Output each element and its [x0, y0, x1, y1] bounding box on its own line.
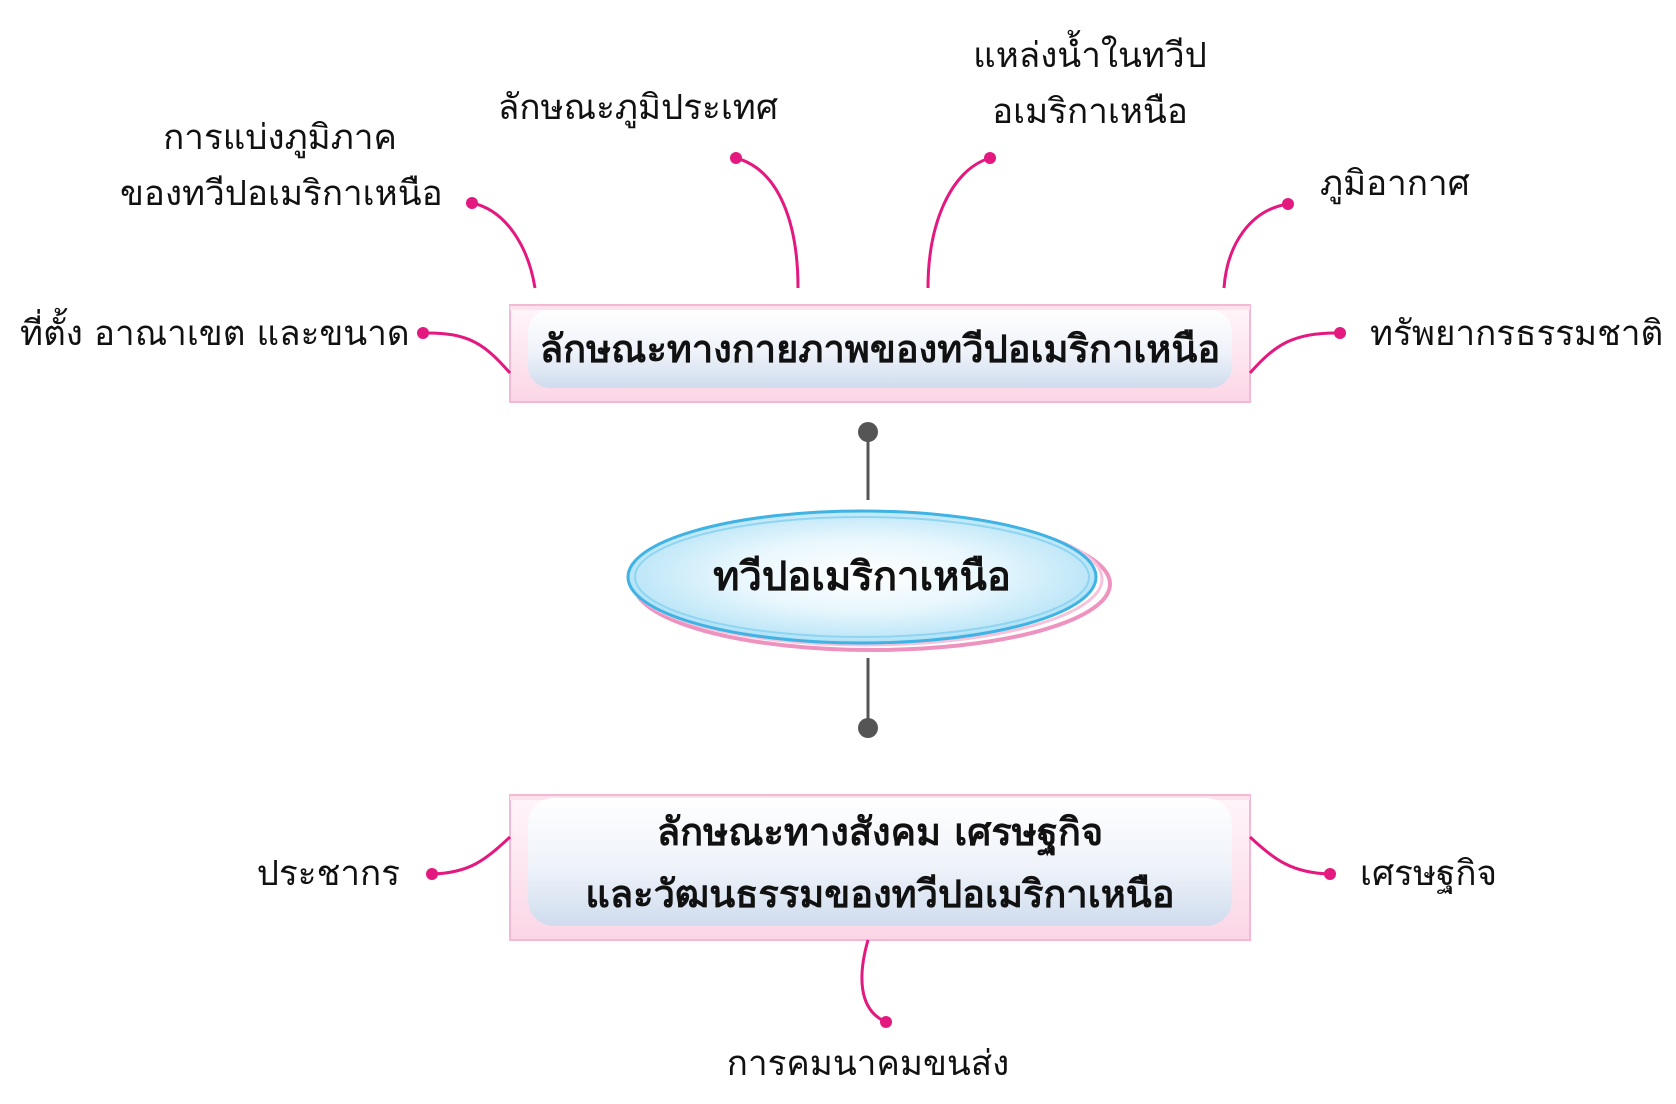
- branch-regions: การแบ่งภูมิภาค ของทวีปอเมริกาเหนือ: [120, 110, 443, 222]
- topic-physical-line: ลักษณะทางกายภาพของทวีปอเมริกาเหนือ: [539, 327, 1221, 371]
- branch-location-text: ที่ตั้ง อาณาเขต และขนาด: [20, 314, 410, 354]
- branch-climate-text: ภูมิอากาศ: [1320, 164, 1470, 204]
- topic-box-physical: [509, 304, 1251, 403]
- branch-climate: ภูมิอากาศ: [1320, 156, 1520, 212]
- branch-regions-line-1: การแบ่งภูมิภาค: [163, 118, 397, 158]
- branch-resources-text: ทรัพยากรธรรมชาติ: [1370, 314, 1664, 354]
- branch-landform-line: [730, 152, 800, 289]
- topic-physical-label: ลักษณะทางกายภาพของทวีปอเมริกาเหนือ: [528, 318, 1232, 380]
- branch-population-text: ประชากร: [256, 854, 400, 894]
- branch-economy-line: [1248, 835, 1336, 880]
- branch-water-line: [926, 152, 996, 289]
- connector-top: [858, 422, 878, 500]
- connector-bottom: [858, 658, 878, 738]
- branch-transport-text: การคมนาคมขนส่ง: [726, 1044, 1010, 1084]
- branch-climate-line: [1222, 198, 1294, 289]
- center-label: ทวีปอเมริกาเหนือ: [640, 547, 1084, 607]
- branch-water: แหล่งน้ำในทวีป อเมริกาเหนือ: [940, 28, 1240, 140]
- branch-resources: ทรัพยากรธรรมชาติ: [1370, 306, 1664, 362]
- branch-location: ที่ตั้ง อาณาเขต และขนาด: [20, 306, 410, 362]
- branch-water-line-1: แหล่งน้ำในทวีป: [973, 36, 1207, 76]
- topic-social-line-1: ลักษณะทางสังคม เศรษฐกิจ: [656, 810, 1104, 854]
- branch-location-line: [417, 327, 512, 374]
- branch-resources-line: [1248, 327, 1346, 374]
- topic-box-social: [509, 794, 1251, 941]
- branch-landform: ลักษณะภูมิประเทศ: [488, 80, 788, 136]
- branch-transport-line: [860, 939, 892, 1028]
- topic-social-line-2: และวัฒนธรรมของทวีปอเมริกาเหนือ: [585, 872, 1175, 916]
- branch-population: ประชากร: [200, 846, 400, 902]
- branch-population-line: [426, 835, 512, 880]
- branch-regions-line-2: ของทวีปอเมริกาเหนือ: [120, 174, 443, 214]
- branch-economy: เศรษฐกิจ: [1360, 846, 1560, 902]
- center-label-text: ทวีปอเมริกาเหนือ: [713, 554, 1011, 600]
- topic-social-label: ลักษณะทางสังคม เศรษฐกิจ และวัฒนธรรมของทว…: [528, 801, 1232, 925]
- branch-regions-line: [466, 197, 537, 289]
- branch-economy-text: เศรษฐกิจ: [1360, 854, 1498, 894]
- branch-landform-text: ลักษณะภูมิประเทศ: [497, 88, 779, 128]
- branch-transport: การคมนาคมขนส่ง: [718, 1036, 1018, 1092]
- branch-water-line-2: อเมริกาเหนือ: [992, 92, 1188, 132]
- center-ellipse: [626, 509, 1112, 652]
